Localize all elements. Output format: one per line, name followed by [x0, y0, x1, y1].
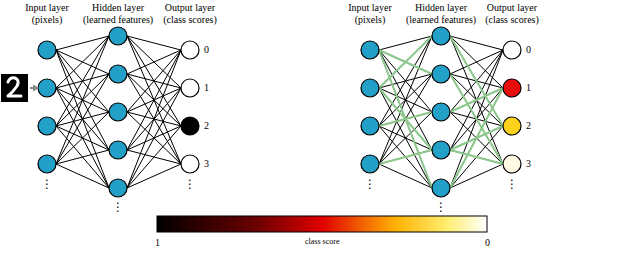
relevance-line	[450, 74, 503, 164]
output-neuron	[181, 41, 199, 59]
class-number: 3	[526, 158, 531, 170]
class-number: 0	[204, 44, 209, 56]
layer-heading: Input layer (pixels)	[18, 2, 76, 26]
input-neuron	[361, 155, 379, 173]
ellipsis-dots: ⋮	[435, 201, 447, 213]
weight-line	[379, 36, 432, 164]
scale-title: class score	[305, 237, 339, 247]
layer-heading: Hidden layer (learned features)	[402, 2, 480, 26]
layer-heading: Output layer (class scores)	[478, 2, 546, 26]
hidden-neuron	[109, 103, 127, 121]
weight-line	[379, 36, 432, 126]
output-neuron	[181, 79, 199, 97]
relevance-line	[379, 150, 432, 164]
weight-line	[56, 126, 109, 188]
weight-line	[379, 50, 432, 188]
output-neuron	[181, 155, 199, 173]
weight-line	[56, 150, 109, 164]
weight-line	[450, 126, 503, 188]
weight-line	[127, 36, 181, 50]
weight-line	[379, 126, 432, 188]
class-number: 1	[526, 82, 531, 94]
hidden-neuron	[109, 141, 127, 159]
input-neuron	[361, 41, 379, 59]
weight-line	[56, 36, 109, 50]
hidden-neuron	[432, 141, 450, 159]
relevance-line	[450, 88, 503, 112]
weight-line	[450, 50, 503, 188]
ellipsis-dots: ⋮	[506, 178, 518, 190]
output-neuron	[503, 41, 521, 59]
weight-line	[56, 50, 109, 188]
weight-line	[127, 164, 181, 188]
weight-line	[127, 126, 181, 188]
layer-heading: Output layer (class scores)	[156, 2, 224, 26]
weight-line	[450, 36, 503, 164]
class-number: 2	[204, 120, 209, 132]
weight-line	[127, 36, 181, 126]
hidden-neuron	[109, 65, 127, 83]
weight-line	[379, 88, 432, 188]
relevance-line	[450, 150, 503, 164]
colorbar	[157, 216, 487, 232]
ellipsis-dots: ⋮	[364, 178, 376, 190]
hidden-neuron	[432, 103, 450, 121]
layer-heading: Input layer (pixels)	[341, 2, 399, 26]
digit-image	[1, 74, 28, 102]
output-neuron	[503, 117, 521, 135]
ellipsis-dots: ⋮	[112, 201, 124, 213]
hidden-neuron	[432, 27, 450, 45]
weight-line	[127, 36, 181, 164]
weight-line	[56, 36, 109, 126]
relevance-line	[379, 36, 432, 88]
input-arrow-head	[33, 85, 39, 92]
weight-line	[127, 88, 181, 188]
output-neuron	[181, 117, 199, 135]
scale-end: 0	[485, 237, 490, 249]
digit-stroke	[8, 78, 21, 96]
class-number: 3	[204, 158, 209, 170]
input-neuron	[38, 41, 56, 59]
weight-line	[450, 164, 503, 188]
weight-line	[127, 50, 181, 188]
input-neuron	[38, 117, 56, 135]
weight-line	[56, 164, 109, 188]
weight-line	[56, 74, 109, 164]
ellipsis-dots: ⋮	[41, 178, 53, 190]
input-neuron	[38, 79, 56, 97]
output-neuron	[503, 79, 521, 97]
weight-line	[450, 88, 503, 112]
weight-line	[56, 36, 109, 164]
weight-line	[450, 74, 503, 164]
weight-line	[56, 88, 109, 188]
relevance-line	[379, 50, 432, 188]
relevance-line	[450, 36, 503, 126]
class-number: 2	[526, 120, 531, 132]
weight-line	[450, 36, 503, 126]
input-arrow	[30, 87, 33, 89]
input-neuron	[361, 117, 379, 135]
input-neuron	[38, 155, 56, 173]
layer-heading: Hidden layer (learned features)	[79, 2, 157, 26]
hidden-neuron	[109, 27, 127, 45]
hidden-neuron	[432, 179, 450, 197]
relevance-line	[450, 88, 503, 188]
hidden-neuron	[109, 179, 127, 197]
weight-line	[56, 112, 109, 164]
class-number: 1	[204, 82, 209, 94]
class-number: 0	[526, 44, 531, 56]
output-neuron	[503, 155, 521, 173]
input-neuron	[361, 79, 379, 97]
hidden-neuron	[432, 65, 450, 83]
ellipsis-dots: ⋮	[184, 178, 196, 190]
weight-line	[450, 88, 503, 188]
scale-end: 1	[155, 237, 160, 249]
weight-line	[379, 150, 432, 164]
